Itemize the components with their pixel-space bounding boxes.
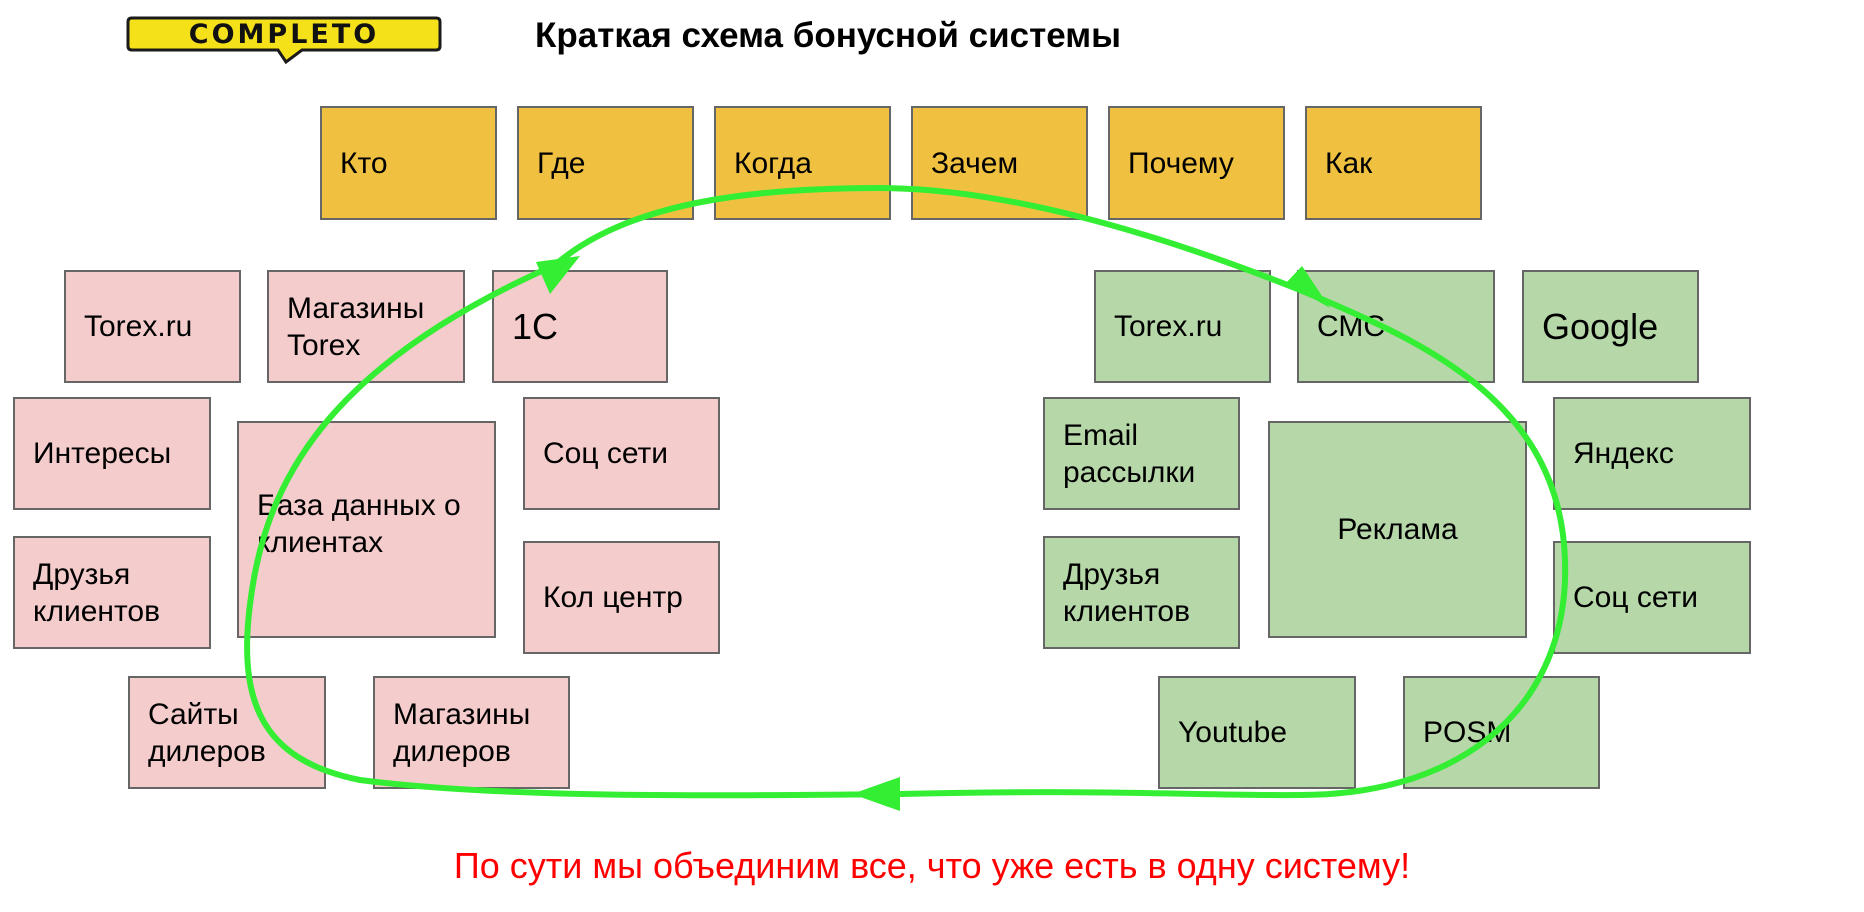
source-1c: 1C xyxy=(492,270,668,383)
channel-torex-ru: Torex.ru xyxy=(1094,270,1271,383)
source-torex-stores: Магазины Torex xyxy=(267,270,465,383)
channel-yandex: Яндекс xyxy=(1553,397,1751,510)
channel-social: Соц сети xyxy=(1553,541,1751,654)
question-how: Как xyxy=(1305,106,1482,220)
source-interests: Интересы xyxy=(13,397,211,510)
question-who: Кто xyxy=(320,106,497,220)
source-dealer-stores: Магазины дилеров xyxy=(373,676,570,789)
source-social: Соц сети xyxy=(523,397,720,510)
channel-email: Email рассылки xyxy=(1043,397,1240,510)
question-reason: Почему xyxy=(1108,106,1285,220)
question-where: Где xyxy=(517,106,694,220)
source-torex-ru: Torex.ru xyxy=(64,270,241,383)
arrowhead-bottom xyxy=(852,777,900,811)
source-call-center: Кол центр xyxy=(523,541,720,654)
summary-text: По сути мы объединим все, что уже есть в… xyxy=(453,845,1411,886)
channel-friends: Друзья клиентов xyxy=(1043,536,1240,649)
completo-logo: COMPLETO xyxy=(126,16,442,64)
svg-text:COMPLETO: COMPLETO xyxy=(189,19,379,50)
source-dealer-sites: Сайты дилеров xyxy=(128,676,326,789)
question-when: Когда xyxy=(714,106,891,220)
channel-sms: СМС xyxy=(1297,270,1495,383)
source-customer-db: База данных о клиентах xyxy=(237,421,496,638)
channel-posm: POSM xyxy=(1403,676,1600,789)
channel-ads: Реклама xyxy=(1268,421,1527,638)
channel-google: Google xyxy=(1522,270,1699,383)
channel-youtube: Youtube xyxy=(1158,676,1356,789)
page-title: Краткая схема бонусной системы xyxy=(535,16,1122,55)
question-why: Зачем xyxy=(911,106,1088,220)
source-friends: Друзья клиентов xyxy=(13,536,211,649)
